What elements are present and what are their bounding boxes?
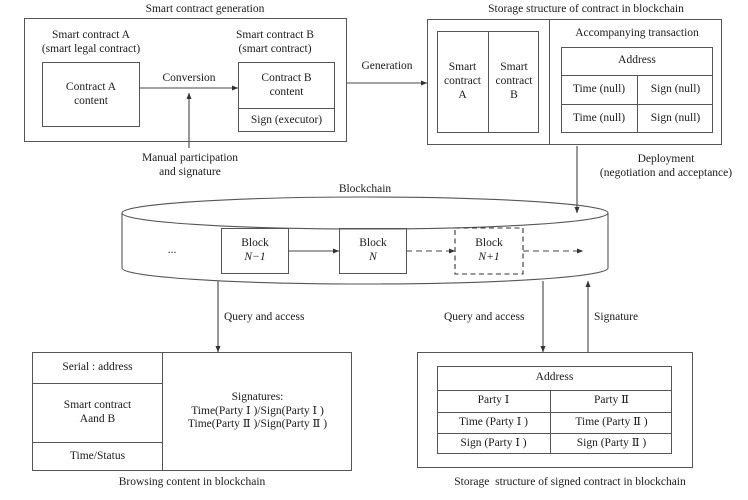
signed-address-cell: Address: [535, 371, 574, 384]
title-storage-structure-contract: Storage structure of contract in blockch…: [488, 3, 684, 15]
smart-contract-a-title: Smart contract A(smart legal contract): [22, 29, 160, 56]
deployment-line2: (negotiation and acceptance): [599, 166, 733, 179]
signed-table-hline-1: [437, 390, 672, 391]
smart-contract-b-title: Smart contract B(smart contract): [215, 29, 335, 56]
smart-contract-b-title-line2: (smart contract): [238, 42, 312, 55]
signed-table-hline-3: [437, 433, 672, 434]
signed-party-2-cell: Party Ⅱ: [594, 394, 629, 407]
contract-a-content-line1: Contract A: [65, 80, 117, 93]
storage-panel-divider: [549, 19, 550, 145]
smart-contract-ab-divider: [488, 31, 489, 133]
browsing-time-status-cell: Time/Status: [69, 449, 126, 462]
transaction-row2-sign-cell: Sign (null): [650, 111, 701, 124]
browsing-smart-contract-line1: Smart contract: [63, 398, 132, 411]
transaction-row1-sign-cell: Sign (null): [650, 82, 701, 95]
deployment-line1: Deployment: [637, 153, 695, 165]
browsing-smart-contract-cell: Smart contract Aand B: [32, 383, 163, 442]
signature-label: Signature: [594, 311, 639, 323]
signed-time-party-2-cell: Time (Party Ⅱ ): [575, 415, 648, 428]
contract-b-content-label: Contract B content: [238, 62, 335, 109]
manual-participation-line2: and signature: [159, 165, 221, 178]
smart-contract-generation-container: [24, 18, 347, 142]
transaction-row1-time-cell: Time (null): [572, 82, 626, 95]
block-next-line1: Block: [475, 237, 503, 250]
smart-contract-b-cell: Smart contract B: [495, 61, 533, 101]
signed-sign-party-2-cell: Sign (Party Ⅱ ): [576, 436, 647, 449]
smart-contract-a-title-line1: Smart contract A: [52, 29, 130, 41]
blockchain-title: Blockchain: [338, 183, 392, 195]
block-next-label: Block N+1: [455, 228, 523, 274]
block-prev-line2: N−1: [244, 251, 266, 263]
signed-storage-table: [437, 366, 672, 454]
contract-b-sign-label: Sign (executor): [250, 113, 323, 126]
manual-participation-line1: Manual participation: [141, 152, 239, 164]
signed-time-party-1-cell: Time (Party Ⅰ ): [459, 415, 528, 428]
transaction-address-cell: Address: [618, 54, 656, 67]
query-access-right-label: Query and access: [444, 311, 525, 323]
chain-ellipsis: ...: [167, 244, 177, 257]
browsing-signatures-line1: Signatures:: [231, 390, 284, 403]
block-curr-label: Block N: [339, 228, 407, 274]
contract-b-content-line2: content: [269, 85, 304, 98]
browsing-serial-address-cell: Serial : address: [62, 360, 133, 373]
smart-contract-a-cell: Smart contract A: [443, 61, 482, 101]
generation-arrow-label: Generation: [361, 60, 413, 72]
contract-a-content-line2: content: [74, 94, 108, 107]
block-prev-label: Block N−1: [221, 228, 289, 274]
caption-browsing-content: Browsing content in blockchain: [118, 476, 266, 488]
browsing-signatures-line2: Time(Party Ⅰ )/Sign(Party Ⅰ ): [191, 404, 324, 417]
block-prev-box: [221, 228, 289, 274]
accompanying-transaction-label: Accompanying transaction: [575, 27, 699, 39]
browsing-vertical-divider: [162, 352, 163, 471]
block-prev-line1: Block: [241, 237, 269, 250]
signed-party-1-cell: Party Ⅰ: [477, 394, 510, 407]
deployment-label: Deployment(negotiation and acceptance): [586, 153, 746, 180]
signed-storage-container: [417, 352, 693, 468]
block-curr-line1: Block: [359, 237, 387, 250]
title-smart-contract-generation: Smart contract generation: [145, 3, 265, 15]
transaction-row2-time-cell: Time (null): [572, 111, 626, 124]
browsing-content-box: [32, 352, 352, 471]
storage-structure-container: [427, 19, 722, 145]
browsing-hline-2: [32, 442, 163, 443]
smart-contract-a-title-line2: (smart legal contract): [41, 42, 141, 55]
block-curr-line2: N: [369, 251, 377, 263]
contract-b-content-line1: Contract B: [261, 71, 312, 84]
browsing-hline-1: [32, 383, 163, 384]
block-next-line2: N+1: [478, 251, 500, 263]
transaction-table-vline: [637, 75, 638, 133]
query-access-left-label: Query and access: [224, 311, 305, 323]
signed-sign-party-1-cell: Sign (Party Ⅰ ): [460, 436, 527, 449]
block-curr-box: [339, 228, 407, 274]
signed-table-hline-2: [437, 412, 672, 413]
signed-table-vline: [550, 390, 551, 454]
browsing-smart-contract-line2: Aand B: [79, 412, 116, 425]
browsing-signatures-line3: Time(Party Ⅱ )/Sign(Party Ⅱ ): [187, 418, 328, 431]
contract-b-content-box: [238, 62, 335, 109]
smart-contract-b-title-line1: Smart contract B: [236, 29, 314, 41]
conversion-arrow-label: Conversion: [162, 72, 216, 84]
contract-a-content-label: Contract A content: [42, 62, 140, 127]
caption-signed-storage: Storage structure of signed contract in …: [454, 476, 686, 488]
contract-a-content-box: [42, 62, 140, 127]
browsing-signatures-cell: Signatures: Time(Party Ⅰ )/Sign(Party Ⅰ …: [163, 352, 352, 471]
